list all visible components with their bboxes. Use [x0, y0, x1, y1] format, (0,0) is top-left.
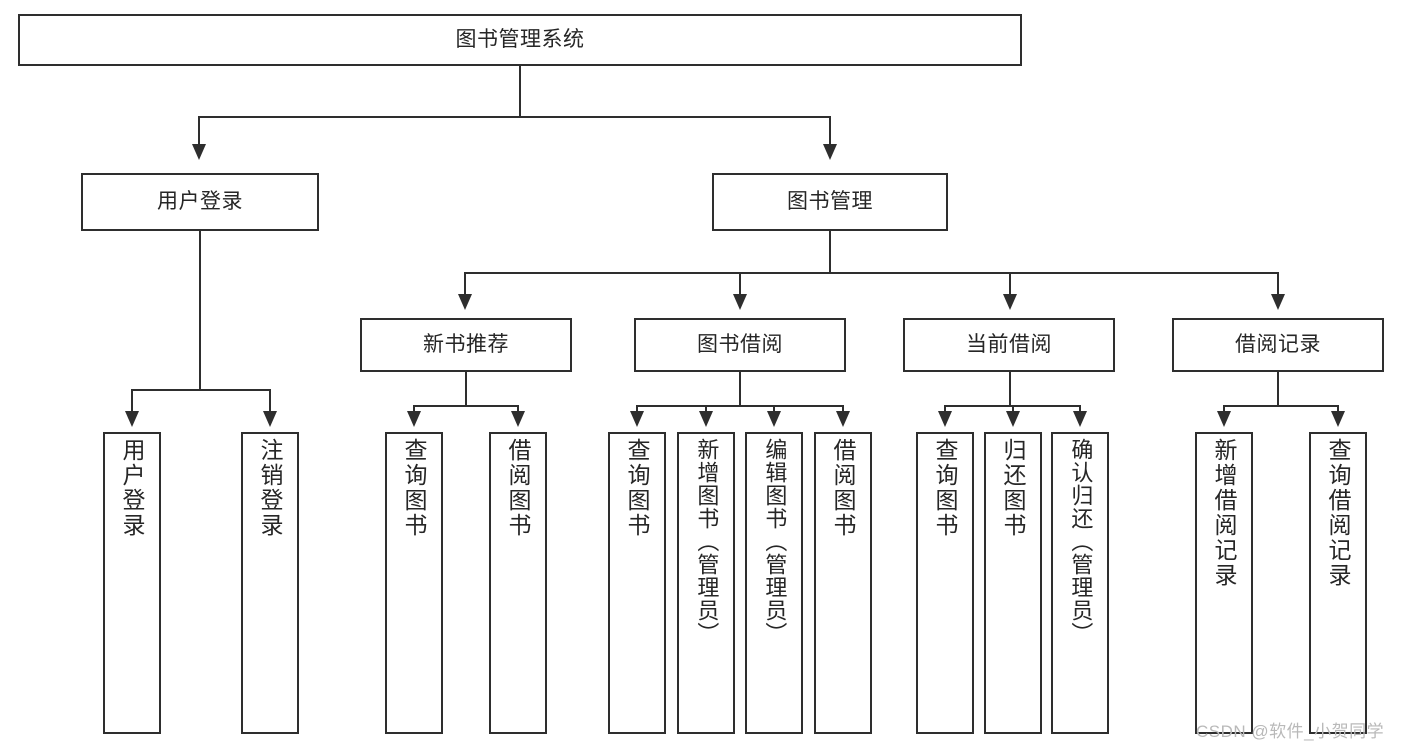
connector-book-mgmt-drop-3 [1009, 272, 1011, 296]
connector-new-book-bus [413, 405, 519, 407]
node-label: 查询借阅记录 [1325, 438, 1352, 588]
leaf-current-borrow-query-book[interactable]: 查询图书 [916, 432, 974, 734]
arrowhead-borrow-record-leaf-1 [1217, 411, 1231, 427]
connector-new-book-drop-2 [517, 405, 519, 413]
connector-root-stem [519, 66, 521, 116]
connector-book-borrow-drop-1 [636, 405, 638, 413]
leaf-borrow-record-add-record[interactable]: 新增借阅记录 [1195, 432, 1253, 734]
connector-user-login-bus [131, 389, 269, 391]
connector-current-borrow-drop-2 [1012, 405, 1014, 413]
connector-borrow-record-drop-1 [1223, 405, 1225, 413]
node-label: 新增图书（管理员） [694, 438, 720, 645]
connector-root-to-user-login [198, 116, 200, 146]
node-label: 查询图书 [932, 438, 959, 538]
connector-root-to-book-mgmt [829, 116, 831, 146]
connector-book-borrow-drop-4 [842, 405, 844, 413]
connector-book-mgmt-drop-4 [1277, 272, 1279, 296]
leaf-book-borrow-borrow-book[interactable]: 借阅图书 [814, 432, 872, 734]
arrowhead-root-to-book-mgmt [823, 144, 837, 160]
arrowhead-book-mgmt-child-3 [1003, 294, 1017, 310]
arrowhead-book-borrow-leaf-1 [630, 411, 644, 427]
node-label: 借阅图书 [830, 438, 857, 538]
arrowhead-new-book-leaf-2 [511, 411, 525, 427]
node-root-system[interactable]: 图书管理系统 [18, 14, 1022, 66]
connector-book-borrow-drop-3 [773, 405, 775, 413]
arrowhead-book-borrow-leaf-4 [836, 411, 850, 427]
node-label: 确认归还（管理员） [1068, 438, 1094, 645]
node-book-management[interactable]: 图书管理 [712, 173, 948, 231]
arrowhead-borrow-record-leaf-2 [1331, 411, 1345, 427]
leaf-user-login-login[interactable]: 用户登录 [103, 432, 161, 734]
connector-current-borrow-drop-1 [944, 405, 946, 413]
connector-new-book-stem [465, 372, 467, 405]
node-label: 注销登录 [257, 438, 284, 538]
arrowhead-current-borrow-leaf-2 [1006, 411, 1020, 427]
node-user-login[interactable]: 用户登录 [81, 173, 319, 231]
arrowhead-current-borrow-leaf-3 [1073, 411, 1087, 427]
connector-current-borrow-drop-3 [1079, 405, 1081, 413]
leaf-book-borrow-query-book[interactable]: 查询图书 [608, 432, 666, 734]
node-label: 当前借阅 [966, 333, 1052, 357]
connector-book-mgmt-drop-2 [739, 272, 741, 296]
watermark-text: CSDN @软件_小贺同学 [1196, 722, 1385, 741]
arrowhead-book-borrow-leaf-3 [767, 411, 781, 427]
connector-borrow-record-drop-2 [1337, 405, 1339, 413]
arrowhead-new-book-leaf-1 [407, 411, 421, 427]
node-label: 新书推荐 [423, 333, 509, 357]
leaf-current-borrow-return-book[interactable]: 归还图书 [984, 432, 1042, 734]
node-label: 编辑图书（管理员） [762, 438, 788, 645]
node-label: 借阅记录 [1235, 333, 1321, 357]
connector-book-mgmt-stem [829, 231, 831, 272]
node-borrow-record[interactable]: 借阅记录 [1172, 318, 1384, 372]
arrowhead-book-mgmt-child-2 [733, 294, 747, 310]
connector-user-login-stem [199, 231, 201, 389]
arrowhead-user-login-leaf-2 [263, 411, 277, 427]
connector-borrow-record-bus [1223, 405, 1339, 407]
node-label: 图书管理系统 [455, 28, 585, 52]
node-new-book-recommend[interactable]: 新书推荐 [360, 318, 572, 372]
connector-book-borrow-drop-2 [705, 405, 707, 413]
node-book-borrow[interactable]: 图书借阅 [634, 318, 846, 372]
node-label: 查询图书 [624, 438, 651, 538]
arrowhead-user-login-leaf-1 [125, 411, 139, 427]
node-current-borrow[interactable]: 当前借阅 [903, 318, 1115, 372]
connector-current-borrow-stem [1009, 372, 1011, 405]
arrowhead-current-borrow-leaf-1 [938, 411, 952, 427]
node-label: 图书管理 [787, 190, 873, 214]
connector-user-login-drop-2 [269, 389, 271, 413]
connector-book-borrow-stem [739, 372, 741, 405]
leaf-book-borrow-edit-book[interactable]: 编辑图书（管理员） [745, 432, 803, 734]
node-label: 用户登录 [157, 190, 243, 214]
node-label: 用户登录 [119, 438, 146, 538]
leaf-book-borrow-add-book[interactable]: 新增图书（管理员） [677, 432, 735, 734]
connector-root-bus [198, 116, 831, 118]
connector-book-borrow-bus [636, 405, 844, 407]
node-label: 图书借阅 [697, 333, 783, 357]
arrowhead-book-borrow-leaf-2 [699, 411, 713, 427]
arrowhead-book-mgmt-child-4 [1271, 294, 1285, 310]
connector-user-login-drop-1 [131, 389, 133, 413]
node-label: 查询图书 [401, 438, 428, 538]
leaf-current-borrow-confirm-return[interactable]: 确认归还（管理员） [1051, 432, 1109, 734]
leaf-user-login-logout[interactable]: 注销登录 [241, 432, 299, 734]
leaf-new-book-query-book[interactable]: 查询图书 [385, 432, 443, 734]
connector-new-book-drop-1 [413, 405, 415, 413]
arrowhead-book-mgmt-child-1 [458, 294, 472, 310]
connector-book-mgmt-drop-1 [464, 272, 466, 296]
node-label: 新增借阅记录 [1211, 438, 1238, 588]
connector-book-mgmt-bus [464, 272, 1278, 274]
arrowhead-root-to-user-login [192, 144, 206, 160]
node-label: 归还图书 [1000, 438, 1027, 538]
node-label: 借阅图书 [505, 438, 532, 538]
leaf-new-book-borrow-book[interactable]: 借阅图书 [489, 432, 547, 734]
connector-borrow-record-stem [1277, 372, 1279, 405]
leaf-borrow-record-query-record[interactable]: 查询借阅记录 [1309, 432, 1367, 734]
